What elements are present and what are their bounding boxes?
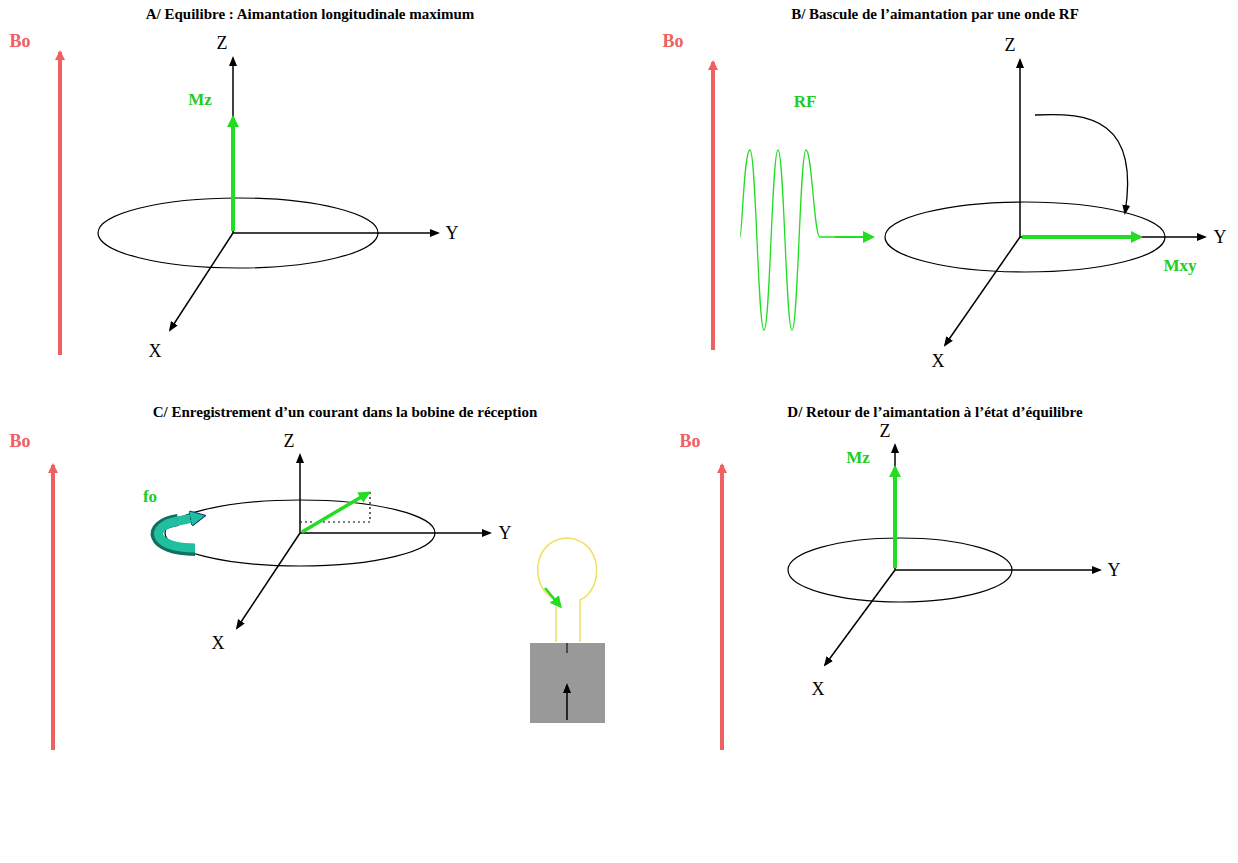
axis-label: Z — [880, 422, 891, 442]
panel-d — [722, 445, 1100, 750]
axis-label: Y — [1214, 228, 1227, 248]
frequency-label: fo — [143, 488, 157, 507]
axis-label: Y — [1108, 561, 1121, 581]
axis-label: Z — [284, 432, 295, 452]
field-label: Bo — [9, 32, 30, 52]
axis-label: Y — [499, 524, 512, 544]
axis-label: X — [149, 342, 162, 362]
panel-a — [60, 52, 438, 355]
panel-title: D/ Retour de l’aimantation à l’état d’éq… — [787, 404, 1082, 421]
panel-c — [53, 455, 605, 750]
axis-label: Z — [1005, 36, 1016, 56]
field-label: Bo — [662, 32, 683, 52]
vector-label: Mz — [188, 91, 212, 110]
axis-label: Y — [446, 224, 459, 244]
field-label: Bo — [9, 432, 30, 452]
wave-label: RF — [794, 93, 817, 112]
axis-label: X — [212, 634, 225, 654]
panel-b — [713, 60, 1205, 350]
axis-label: X — [932, 352, 945, 372]
panel-title: C/ Enregistrement d’un courant dans la b… — [153, 404, 537, 421]
vector-label: Mz — [846, 449, 870, 468]
axis-label: Z — [217, 34, 228, 54]
panel-title: B/ Bascule de l’aimantation par une onde… — [791, 6, 1079, 23]
axis-label: X — [812, 680, 825, 700]
vector-label: Mxy — [1163, 257, 1196, 276]
field-label: Bo — [679, 432, 700, 452]
panel-title: A/ Equilibre : Aimantation longitudinale… — [146, 6, 475, 23]
